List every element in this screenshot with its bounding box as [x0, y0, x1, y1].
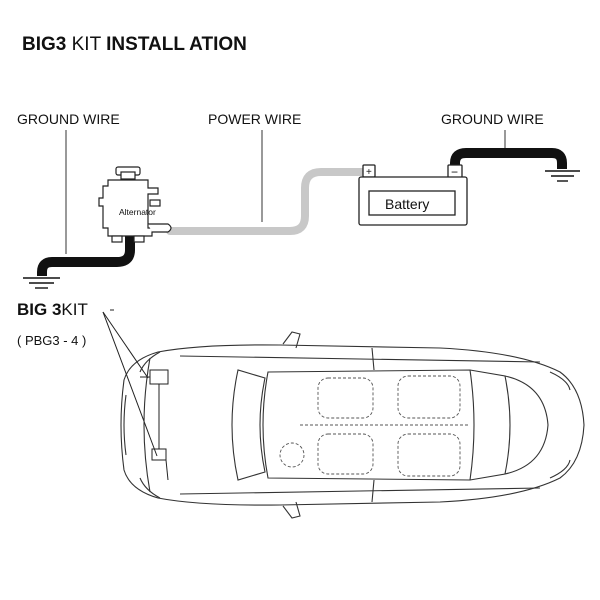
title-suffix: INSTALL ATION: [106, 34, 247, 55]
alternator: [98, 166, 172, 243]
car-interior: [279, 375, 470, 477]
battery-positive-terminal: +: [366, 167, 372, 178]
power-wire-label: POWER WIRE: [208, 111, 301, 127]
ground-symbol-right: [545, 170, 580, 182]
kit-name-light: KIT: [61, 300, 87, 319]
kit-name: BIG 3KIT: [17, 300, 88, 319]
kit-pointer-lines: [102, 309, 158, 457]
ground-wire-label-left: GROUND WIRE: [17, 111, 120, 127]
power-wire: [166, 168, 373, 235]
kit-name-bold: BIG 3: [17, 300, 61, 319]
kit-model: ( PBG3 - 4 ): [17, 333, 86, 348]
title-middle: KIT: [66, 34, 106, 55]
car-outline: [120, 331, 585, 519]
battery: [358, 164, 468, 226]
engine-bay-kit: [140, 369, 169, 481]
battery-negative-terminal: −: [451, 165, 458, 179]
alternator-label: Alternator: [119, 207, 156, 217]
ground-wire-left: [37, 236, 135, 277]
diagram-title: BIG3 KIT INSTALL ATION: [22, 34, 247, 55]
ground-wire-right: [450, 148, 567, 172]
battery-label: Battery: [385, 196, 429, 212]
ground-wire-label-right: GROUND WIRE: [441, 111, 544, 127]
ground-symbol-left: [23, 277, 60, 289]
title-prefix: BIG3: [22, 34, 66, 55]
